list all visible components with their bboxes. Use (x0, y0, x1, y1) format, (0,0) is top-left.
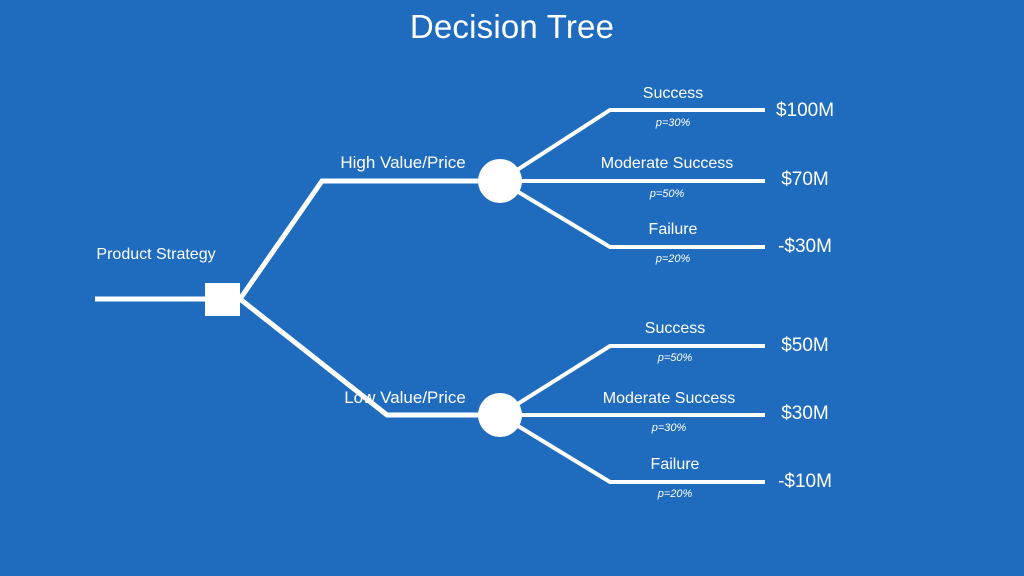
probability-low-success: p=50% (657, 352, 693, 364)
branch-high-success (498, 108, 765, 183)
branch-low-value-price (238, 297, 500, 418)
root-label: Product Strategy (96, 246, 216, 263)
outcome-label-low-success: Success (644, 320, 706, 337)
branch-low-failure (498, 413, 765, 484)
payoff-low-success: $50M (781, 335, 829, 356)
outcome-label-high-failure: Failure (648, 221, 698, 238)
outcome-label-high-moderate: Moderate Success (600, 155, 734, 172)
payoff-low-failure: -$10M (778, 471, 832, 492)
page-title: Decision Tree (409, 8, 615, 45)
probability-low-moderate: p=30% (651, 422, 687, 434)
branch-label-high-value-price: High Value/Price (340, 153, 466, 172)
outcome-label-low-failure: Failure (650, 456, 700, 473)
probability-high-failure: p=20% (655, 253, 691, 265)
branch-high-failure (498, 179, 765, 249)
payoff-high-success: $100M (775, 100, 835, 121)
decision-node-square[interactable] (205, 283, 240, 316)
probability-high-moderate: p=50% (649, 188, 685, 200)
branch-label-low-value-price: Low Value/Price (344, 388, 466, 407)
payoff-high-moderate: $70M (781, 169, 829, 190)
probability-high-success: p=30% (655, 117, 691, 129)
payoff-high-failure: -$30M (778, 236, 832, 257)
branch-high-value-price (237, 178, 500, 301)
chance-node-high[interactable] (478, 159, 522, 203)
payoff-low-moderate: $30M (781, 403, 829, 424)
chance-node-low[interactable] (478, 393, 522, 437)
outcome-label-low-moderate: Moderate Success (602, 390, 736, 407)
branch-low-success (498, 344, 765, 417)
outcome-label-high-success: Success (642, 85, 704, 102)
probability-low-failure: p=20% (657, 488, 693, 500)
